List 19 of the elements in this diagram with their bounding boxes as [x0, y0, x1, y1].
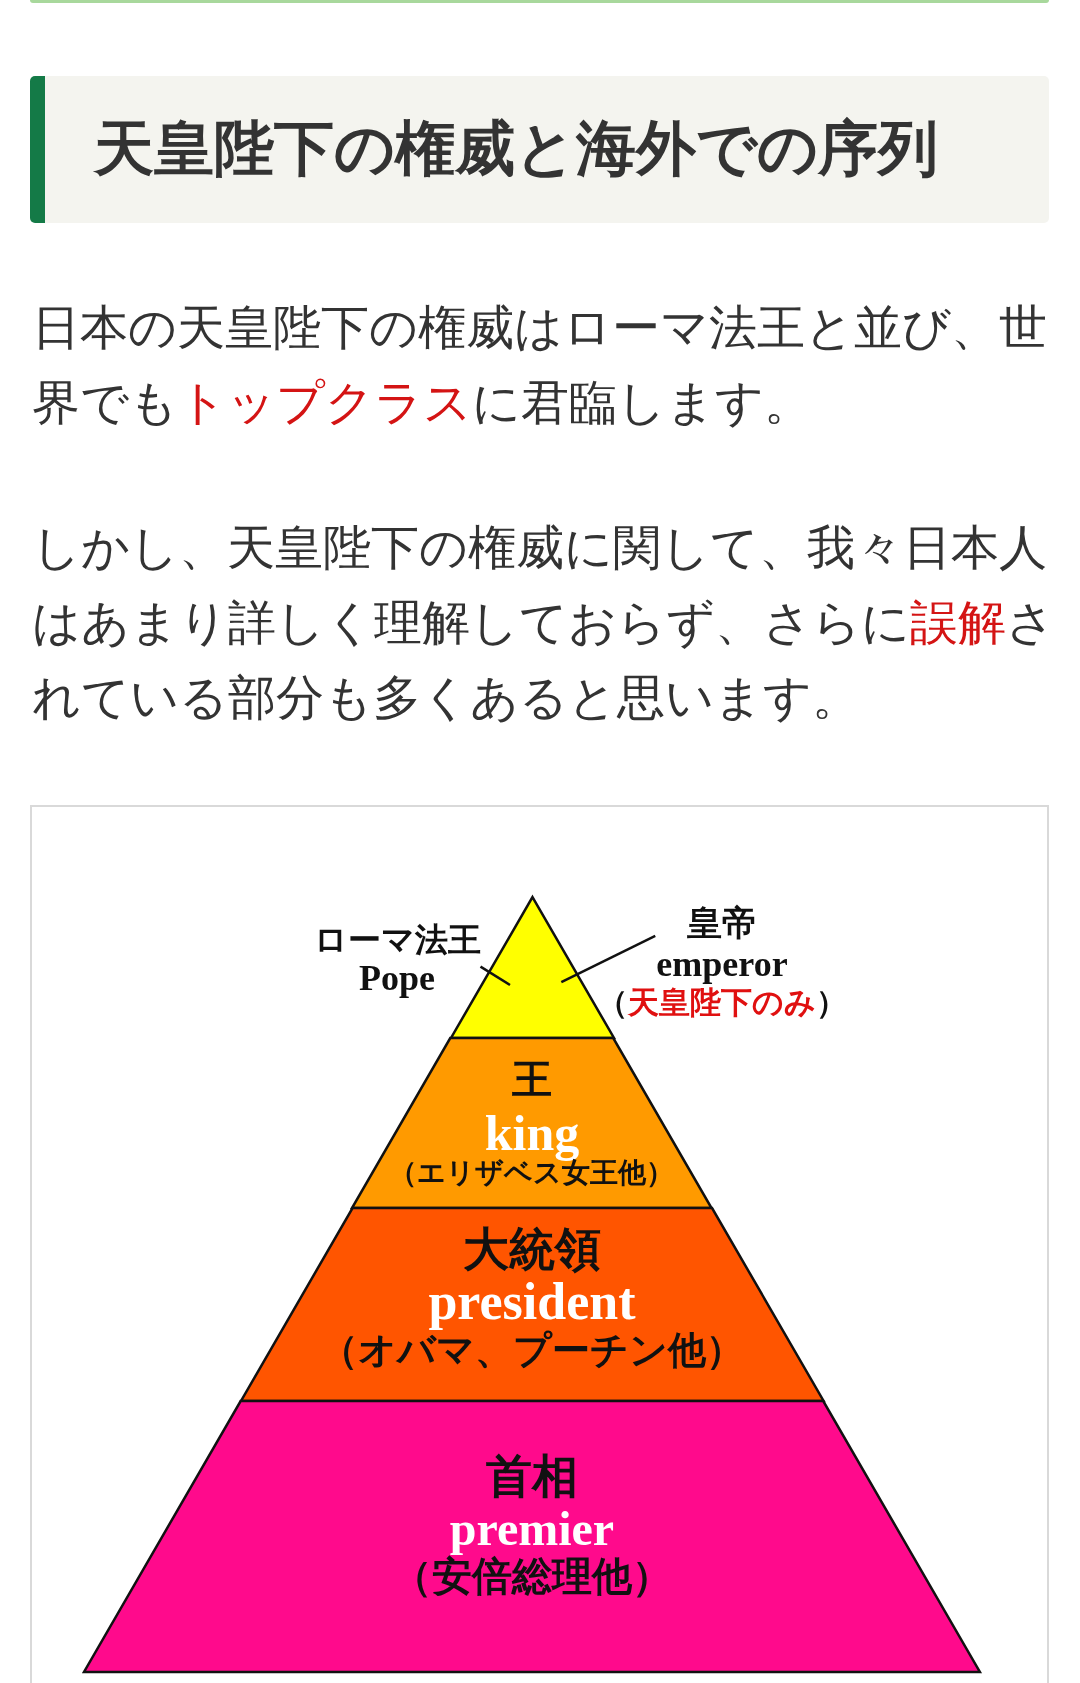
body-paragraph: 日本の天皇陛下の権威はローマ法王と並び、世界でもトップクラスに君臨します。 [32, 298, 1048, 432]
callout-heading: 皇帝 [687, 903, 757, 943]
tier-subtitle: premier [449, 1500, 615, 1555]
callout-subtitle: Pope [359, 959, 435, 997]
pyramid-tier [240, 1208, 824, 1401]
leader-line [479, 965, 511, 987]
callout-heading: ローマ法王 [313, 921, 481, 959]
tier-heading: 王 [512, 1056, 552, 1102]
leader-line [560, 934, 656, 984]
tier-subtitle: king [484, 1104, 580, 1161]
pyramid-tier [352, 1038, 712, 1208]
tier-subtitle: president [428, 1273, 636, 1330]
callout-subtitle: emperor [656, 943, 788, 985]
callout-note: （天皇陛下のみ） [597, 985, 847, 1019]
tier-heading: 大統領 [463, 1222, 601, 1276]
pyramid-tier [84, 1401, 980, 1672]
body-paragraph: しかし、天皇陛下の権威に関して、我々日本人はあまり詳しく理解しておらず、さらに誤解されている部分も多くあると思います。 [32, 518, 1056, 727]
section-heading: 天皇陛下の権威と海外での序列 [30, 76, 1049, 223]
tier-heading: 首相 [486, 1449, 578, 1503]
